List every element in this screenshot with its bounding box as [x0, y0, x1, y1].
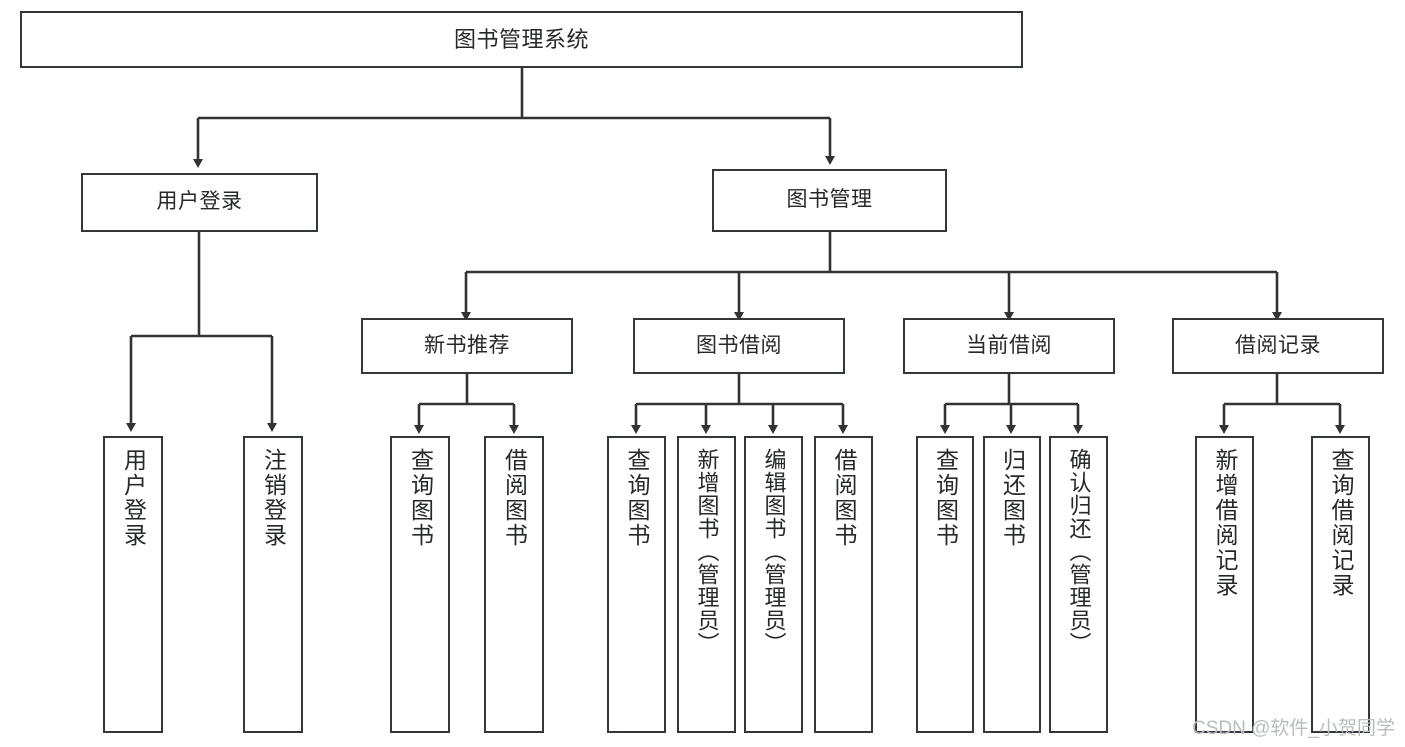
leaf-query-book-borrow[interactable]: 查询图书: [607, 436, 666, 733]
node-label: 查询图书: [407, 448, 434, 548]
node-root-system[interactable]: 图书管理系统: [20, 11, 1023, 68]
leaf-query-book-recommend[interactable]: 查询图书: [390, 436, 450, 733]
node-label: 新增借阅记录: [1212, 448, 1238, 598]
node-label: 图书管理: [786, 188, 873, 212]
leaf-confirm-return-admin[interactable]: 确认归还（管理员）: [1049, 436, 1108, 733]
leaf-query-book-current[interactable]: 查询图书: [916, 436, 974, 733]
node-label: 查询图书: [624, 448, 650, 548]
node-book-management[interactable]: 图书管理: [712, 169, 947, 232]
leaf-query-borrow-record[interactable]: 查询借阅记录: [1311, 436, 1370, 733]
node-label: 查询图书: [932, 448, 959, 548]
node-label: 归还图书: [999, 448, 1026, 548]
node-label: 借阅图书: [831, 448, 857, 548]
node-borrow-record[interactable]: 借阅记录: [1172, 318, 1384, 374]
csdn-watermark: CSDN @软件_小贺同学: [1192, 718, 1395, 739]
leaf-add-borrow-record[interactable]: 新增借阅记录: [1195, 436, 1254, 733]
leaf-edit-book-admin[interactable]: 编辑图书（管理员）: [744, 436, 803, 733]
leaf-logout-login[interactable]: 注销登录: [243, 436, 303, 733]
node-new-book-recommend[interactable]: 新书推荐: [361, 318, 573, 374]
leaf-user-login[interactable]: 用户登录: [103, 436, 163, 733]
leaf-add-book-admin[interactable]: 新增图书（管理员）: [677, 436, 736, 733]
node-label: 查询借阅记录: [1328, 448, 1354, 598]
node-label: 借阅图书: [501, 448, 528, 548]
node-label: 编辑图书（管理员）: [761, 448, 787, 655]
node-label: 确认归还（管理员）: [1066, 448, 1092, 655]
node-label: 图书借阅: [696, 333, 782, 357]
leaf-return-book[interactable]: 归还图书: [983, 436, 1041, 733]
node-current-borrow[interactable]: 当前借阅: [903, 318, 1115, 374]
leaf-borrow-book-recommend[interactable]: 借阅图书: [484, 436, 544, 733]
node-user-login[interactable]: 用户登录: [81, 173, 318, 232]
node-label: 新书推荐: [424, 333, 510, 357]
node-label: 新增图书（管理员）: [694, 448, 720, 655]
node-label: 注销登录: [260, 448, 287, 548]
node-label: 借阅记录: [1235, 333, 1321, 357]
node-book-borrow[interactable]: 图书借阅: [633, 318, 845, 374]
node-label: 当前借阅: [966, 333, 1052, 357]
leaf-borrow-book[interactable]: 借阅图书: [814, 436, 873, 733]
node-label: 用户登录: [156, 190, 243, 214]
node-label: 用户登录: [120, 448, 147, 548]
node-label: 图书管理系统: [453, 26, 589, 52]
